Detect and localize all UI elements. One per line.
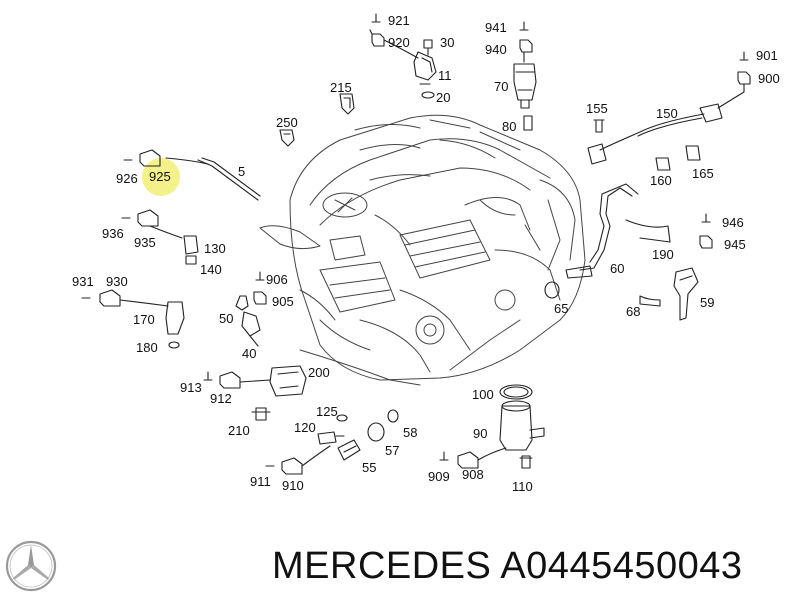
- highlight-marker: [142, 158, 180, 196]
- callout-170: 170: [133, 312, 155, 327]
- callout-30: 30: [440, 35, 455, 50]
- callout-200: 200: [308, 365, 330, 380]
- callout-210: 210: [228, 423, 250, 438]
- callout-150: 150: [656, 106, 678, 121]
- part-temp-sensor-60: [544, 183, 713, 299]
- callout-913: 913: [180, 380, 202, 395]
- callout-70: 70: [494, 79, 509, 94]
- callout-90: 90: [473, 426, 488, 441]
- callout-901: 901: [756, 48, 778, 63]
- callout-68: 68: [626, 304, 641, 319]
- callout-935: 935: [134, 235, 156, 250]
- part-sensor-90: [439, 384, 545, 469]
- callout-945: 945: [724, 237, 746, 252]
- callout-940: 940: [485, 42, 507, 57]
- callout-912: 912: [210, 391, 232, 406]
- part-sensor-130: [121, 209, 199, 265]
- part-number-title: MERCEDES A0445450043: [272, 545, 743, 587]
- callout-65: 65: [554, 301, 569, 316]
- callout-58: 58: [403, 425, 418, 440]
- part-sensor-170: [81, 289, 185, 349]
- callout-57: 57: [385, 443, 400, 458]
- callout-921: 921: [388, 13, 410, 28]
- callout-909: 909: [428, 469, 450, 484]
- part-knock-sensor: [587, 51, 751, 171]
- part-connector-910: [265, 445, 331, 475]
- part-glow-plug: [123, 149, 261, 201]
- callout-55: 55: [362, 460, 377, 475]
- callout-911: 911: [250, 474, 271, 489]
- callout-906: 906: [266, 272, 288, 287]
- callout-920: 920: [388, 35, 410, 50]
- callout-900: 900: [758, 71, 780, 86]
- callout-155: 155: [586, 101, 608, 116]
- part-camshaft-sensor-top: [369, 13, 437, 99]
- callout-140: 140: [200, 262, 222, 277]
- callout-908: 908: [462, 467, 484, 482]
- part-sensor-55: [317, 409, 399, 461]
- callout-941: 941: [485, 20, 507, 35]
- callout-5: 5: [238, 164, 246, 179]
- callout-59: 59: [700, 295, 715, 310]
- callout-11: 11: [438, 68, 452, 83]
- callout-50: 50: [219, 311, 234, 326]
- callout-930: 930: [106, 274, 128, 289]
- callout-926: 926: [116, 171, 138, 186]
- callout-931: 931: [72, 274, 94, 289]
- callout-905: 905: [272, 294, 294, 309]
- callout-60: 60: [610, 261, 625, 276]
- callout-110: 110: [512, 479, 533, 494]
- callout-190: 190: [652, 247, 674, 262]
- callout-130: 130: [204, 241, 226, 256]
- callout-120: 120: [294, 420, 316, 435]
- callout-925-highlighted: 925: [149, 169, 171, 184]
- part-sensor-59: [639, 267, 699, 321]
- callout-125: 125: [316, 404, 338, 419]
- part-sensor-50: [235, 271, 267, 347]
- callout-936: 936: [102, 226, 124, 241]
- part-sensor-200: [203, 365, 307, 421]
- part-sensor-70: [513, 21, 537, 131]
- callout-250: 250: [276, 115, 298, 130]
- part-clip-215: [339, 93, 355, 115]
- callout-80: 80: [502, 119, 517, 134]
- engine-diagram-drawing: [81, 13, 751, 475]
- callout-165: 165: [692, 166, 714, 181]
- callout-215: 215: [330, 80, 352, 95]
- callout-910: 910: [282, 478, 304, 493]
- part-clip-250: [279, 129, 295, 147]
- callout-20: 20: [436, 90, 451, 105]
- callout-160: 160: [650, 173, 672, 188]
- engine-block: [259, 114, 586, 386]
- callout-946: 946: [722, 215, 744, 230]
- callout-180: 180: [136, 340, 158, 355]
- callout-40: 40: [242, 346, 257, 361]
- callout-100: 100: [472, 387, 494, 402]
- mercedes-star-logo-icon: [5, 540, 57, 592]
